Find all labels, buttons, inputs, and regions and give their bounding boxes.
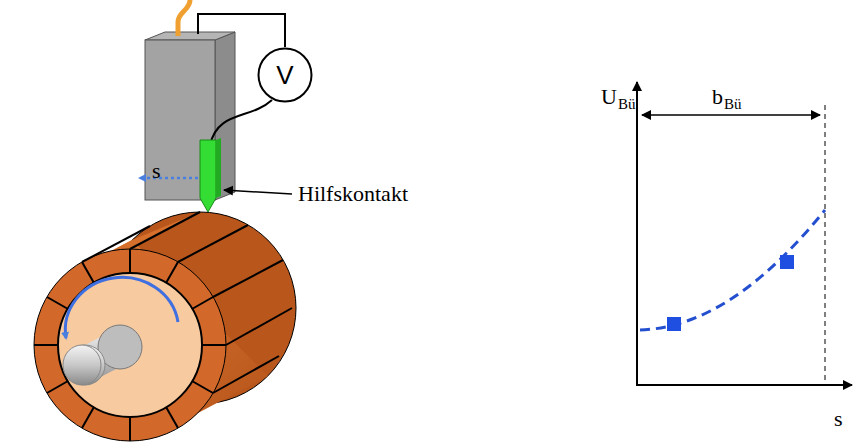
part-name: Hilfskontakt [298, 183, 408, 205]
commutator [34, 212, 296, 441]
meter-symbol: V [257, 47, 313, 103]
voltmeter: V [257, 47, 313, 103]
brush-lead [178, 0, 190, 36]
axis-label: U [601, 86, 617, 108]
auxiliary-contact-side [216, 138, 221, 198]
axis-label: s [834, 408, 843, 430]
auxiliary-contact [200, 140, 216, 212]
graph [636, 82, 852, 386]
axis-subscript: Bü [618, 97, 636, 112]
dimension-label: b [712, 86, 723, 108]
dimension-subscript: Bü [724, 97, 742, 112]
path-symbol: s [152, 160, 161, 182]
direction-arrow [140, 177, 198, 180]
brush [145, 32, 235, 200]
leader-line [224, 190, 292, 194]
